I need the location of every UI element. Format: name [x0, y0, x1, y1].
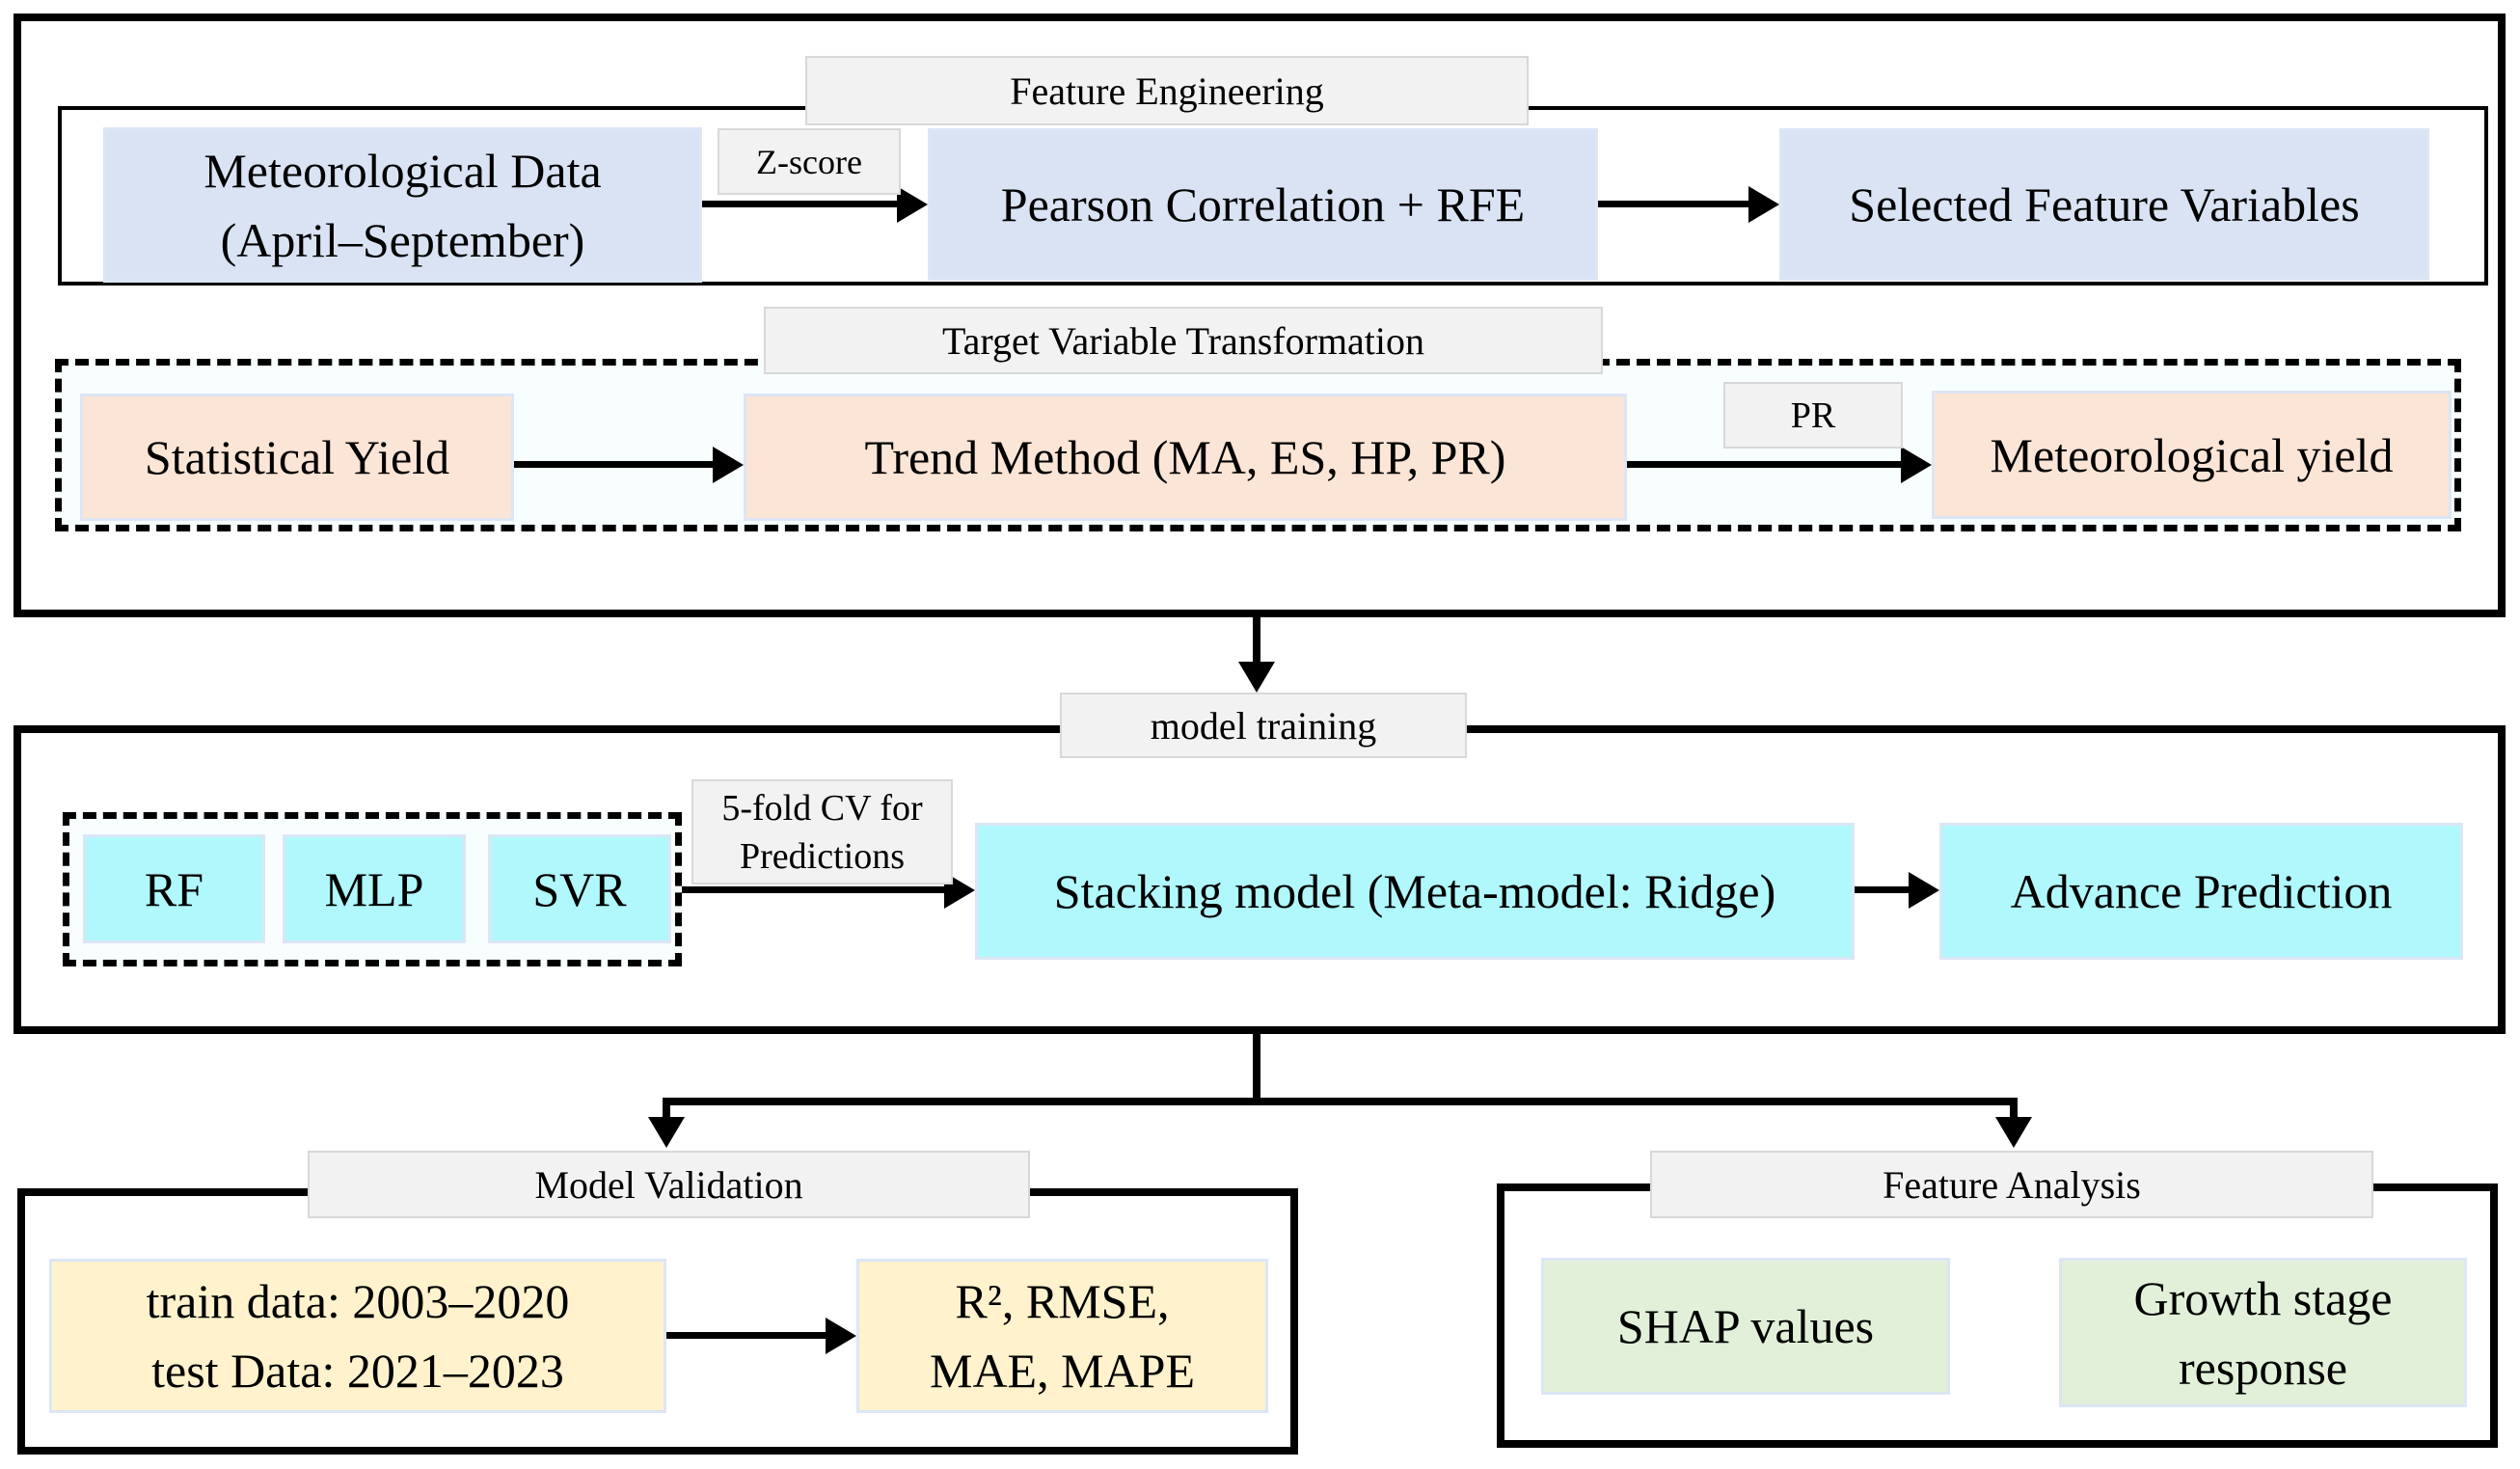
pearson-rfe-text: Pearson Correlation + RFE [1000, 177, 1526, 231]
statistical-yield-box: Statistical Yield [80, 394, 514, 521]
arrow-data-to-metrics-line [666, 1332, 829, 1339]
model-validation-section-label: Model Validation [308, 1151, 1030, 1218]
meteorological-yield-box: Meteorological yield [1932, 391, 2452, 519]
zscore-label: Z-score [718, 128, 901, 195]
cv-label: 5-fold CV for Predictions [691, 779, 953, 884]
stacking-model-box: Stacking model (Meta-model: Ridge) [975, 823, 1855, 960]
model-validation-section-label-text: Model Validation [534, 1162, 803, 1207]
feature-analysis-section-label: Feature Analysis [1650, 1151, 2373, 1218]
connector-left-drop-line [663, 1102, 670, 1119]
advance-prediction-box: Advance Prediction [1939, 823, 2463, 960]
mlp-box: MLP [283, 834, 466, 943]
advance-prediction-text: Advance Prediction [2010, 864, 2393, 918]
pr-label: PR [1723, 382, 1903, 449]
metrics-box: R², RMSE, MAE, MAPE [856, 1259, 1268, 1413]
rf-text: RF [144, 861, 204, 916]
arrow-stat-to-trend-line [514, 461, 717, 468]
arrow-trend-to-metyield-head [1901, 447, 1932, 483]
zscore-label-text: Z-score [756, 142, 862, 181]
arrow-stacking-to-advance-line [1855, 886, 1912, 893]
metrics-line1: R², RMSE, [955, 1274, 1170, 1328]
model-training-section-label: model training [1060, 693, 1467, 758]
svr-box: SVR [488, 834, 671, 943]
pearson-rfe-box: Pearson Correlation + RFE [928, 128, 1598, 281]
connector-left-drop-head [648, 1117, 685, 1148]
arrow-met-to-pearson-head [897, 186, 928, 223]
test-data-line: test Data: 2021–2023 [151, 1344, 564, 1398]
feature-analysis-section-label-text: Feature Analysis [1883, 1162, 2141, 1207]
stacking-model-text: Stacking model (Meta-model: Ridge) [1053, 864, 1776, 918]
arrow-top-to-training-line [1253, 617, 1260, 664]
selected-features-box: Selected Feature Variables [1779, 128, 2429, 281]
connector-right-drop-head [1995, 1117, 2032, 1148]
target-transformation-section-label: Target Variable Transformation [764, 307, 1603, 374]
selected-features-text: Selected Feature Variables [1849, 177, 2360, 231]
arrow-stacking-to-advance-head [1909, 872, 1939, 909]
mlp-text: MLP [324, 861, 424, 916]
feature-engineering-section-label: Feature Engineering [805, 56, 1529, 125]
cv-label-line2: Predictions [740, 835, 905, 877]
growth-stage-box: Growth stage response [2059, 1258, 2467, 1407]
meteorological-yield-text: Meteorological yield [1990, 427, 2394, 482]
cv-label-line1: 5-fold CV for [721, 787, 923, 829]
model-training-section-label-text: model training [1150, 703, 1377, 748]
train-data-line: train data: 2003–2020 [146, 1274, 570, 1328]
rf-box: RF [83, 834, 265, 943]
connector-training-down-line [1253, 1034, 1260, 1102]
feature-engineering-section-label-text: Feature Engineering [1010, 68, 1324, 113]
trend-method-text: Trend Method (MA, ES, HP, PR) [864, 430, 1506, 484]
arrow-pearson-to-selected-line [1598, 201, 1752, 207]
growth-stage-line1: Growth stage [2133, 1270, 2393, 1325]
shap-values-box: SHAP values [1541, 1258, 1950, 1395]
svr-text: SVR [532, 861, 627, 916]
arrow-stat-to-trend-head [713, 447, 744, 483]
pr-label-text: PR [1790, 394, 1836, 436]
target-transformation-section-label-text: Target Variable Transformation [941, 318, 1425, 363]
arrow-met-to-pearson-line [702, 201, 901, 207]
meteorological-data-line2: (April–September) [220, 212, 585, 267]
arrow-pearson-to-selected-head [1748, 186, 1779, 223]
statistical-yield-text: Statistical Yield [144, 430, 450, 484]
arrow-top-to-training-head [1238, 662, 1275, 693]
meteorological-data-line1: Meteorological Data [203, 143, 602, 198]
connector-split-horizontal-line [663, 1098, 2018, 1105]
metrics-line2: MAE, MAPE [929, 1344, 1196, 1398]
growth-stage-line2: response [2179, 1340, 2347, 1395]
arrow-trend-to-metyield-line [1627, 461, 1905, 468]
meteorological-data-box: Meteorological Data (April–September) [103, 127, 702, 283]
arrow-base-to-stacking-line [682, 886, 948, 893]
trend-method-box: Trend Method (MA, ES, HP, PR) [744, 394, 1627, 521]
arrow-data-to-metrics-head [826, 1318, 856, 1354]
top-section-container [14, 14, 2506, 617]
connector-right-drop-line [2010, 1102, 2018, 1119]
shap-values-text: SHAP values [1616, 1299, 1875, 1353]
train-test-data-box: train data: 2003–2020 test Data: 2021–20… [49, 1259, 666, 1413]
